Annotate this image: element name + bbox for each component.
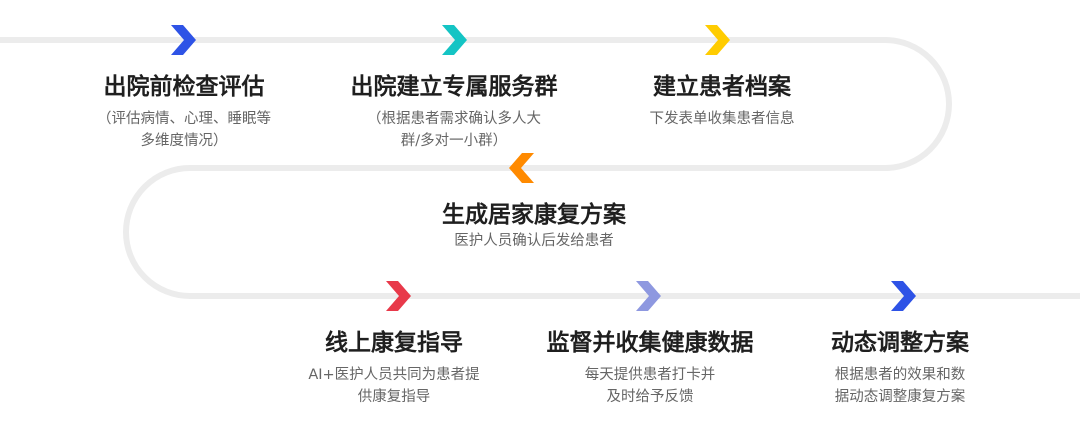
step-title: 出院前检查评估 [103,74,265,100]
step-description: AI+医护人员共同为患者提 供康复指导 [308,367,480,405]
step-description: （根据患者需求确认多人大 群/多对一小群） [367,111,541,149]
chevron-right-icon [171,25,196,55]
chevron-left-icon [509,153,534,183]
step-description: 医护人员确认后发给患者 [454,233,614,249]
step-title: 线上康复指导 [325,330,463,356]
chevron-right-icon [636,281,661,311]
step-title: 出院建立专属服务群 [350,74,558,100]
chevron-right-icon [442,25,467,55]
step-service-group: 出院建立专属服务群 （根据患者需求确认多人大 群/多对一小群） [330,72,578,152]
step-title: 建立患者档案 [653,74,791,100]
step-description: 下发表单收集患者信息 [649,111,795,127]
step-health-monitoring: 监督并收集健康数据 每天提供患者打卡并 及时给予反馈 [520,328,780,408]
step-title: 生成居家康复方案 [442,202,626,228]
flow-track [0,37,1080,299]
step-discharge-assessment: 出院前检查评估 （评估病情、心理、睡眠等 多维度情况） [60,72,308,152]
step-description: （评估病情、心理、睡眠等 多维度情况） [97,111,271,149]
step-description: 每天提供患者打卡并 及时给予反馈 [584,367,716,405]
step-description: 根据患者的效果和数 据动态调整康复方案 [834,367,966,405]
step-patient-profile: 建立患者档案 下发表单收集患者信息 [598,72,846,130]
step-title: 动态调整方案 [831,330,969,356]
step-title: 监督并收集健康数据 [546,330,754,356]
chevron-right-icon [705,25,730,55]
chevron-right-icon [891,281,916,311]
step-plan-adjustment: 动态调整方案 根据患者的效果和数 据动态调整康复方案 [790,328,1010,408]
step-home-rehab-plan: 生成居家康复方案 医护人员确认后发给患者 [384,200,684,252]
step-online-guidance: 线上康复指导 AI+医护人员共同为患者提 供康复指导 [270,328,518,408]
chevron-right-icon [386,281,411,311]
